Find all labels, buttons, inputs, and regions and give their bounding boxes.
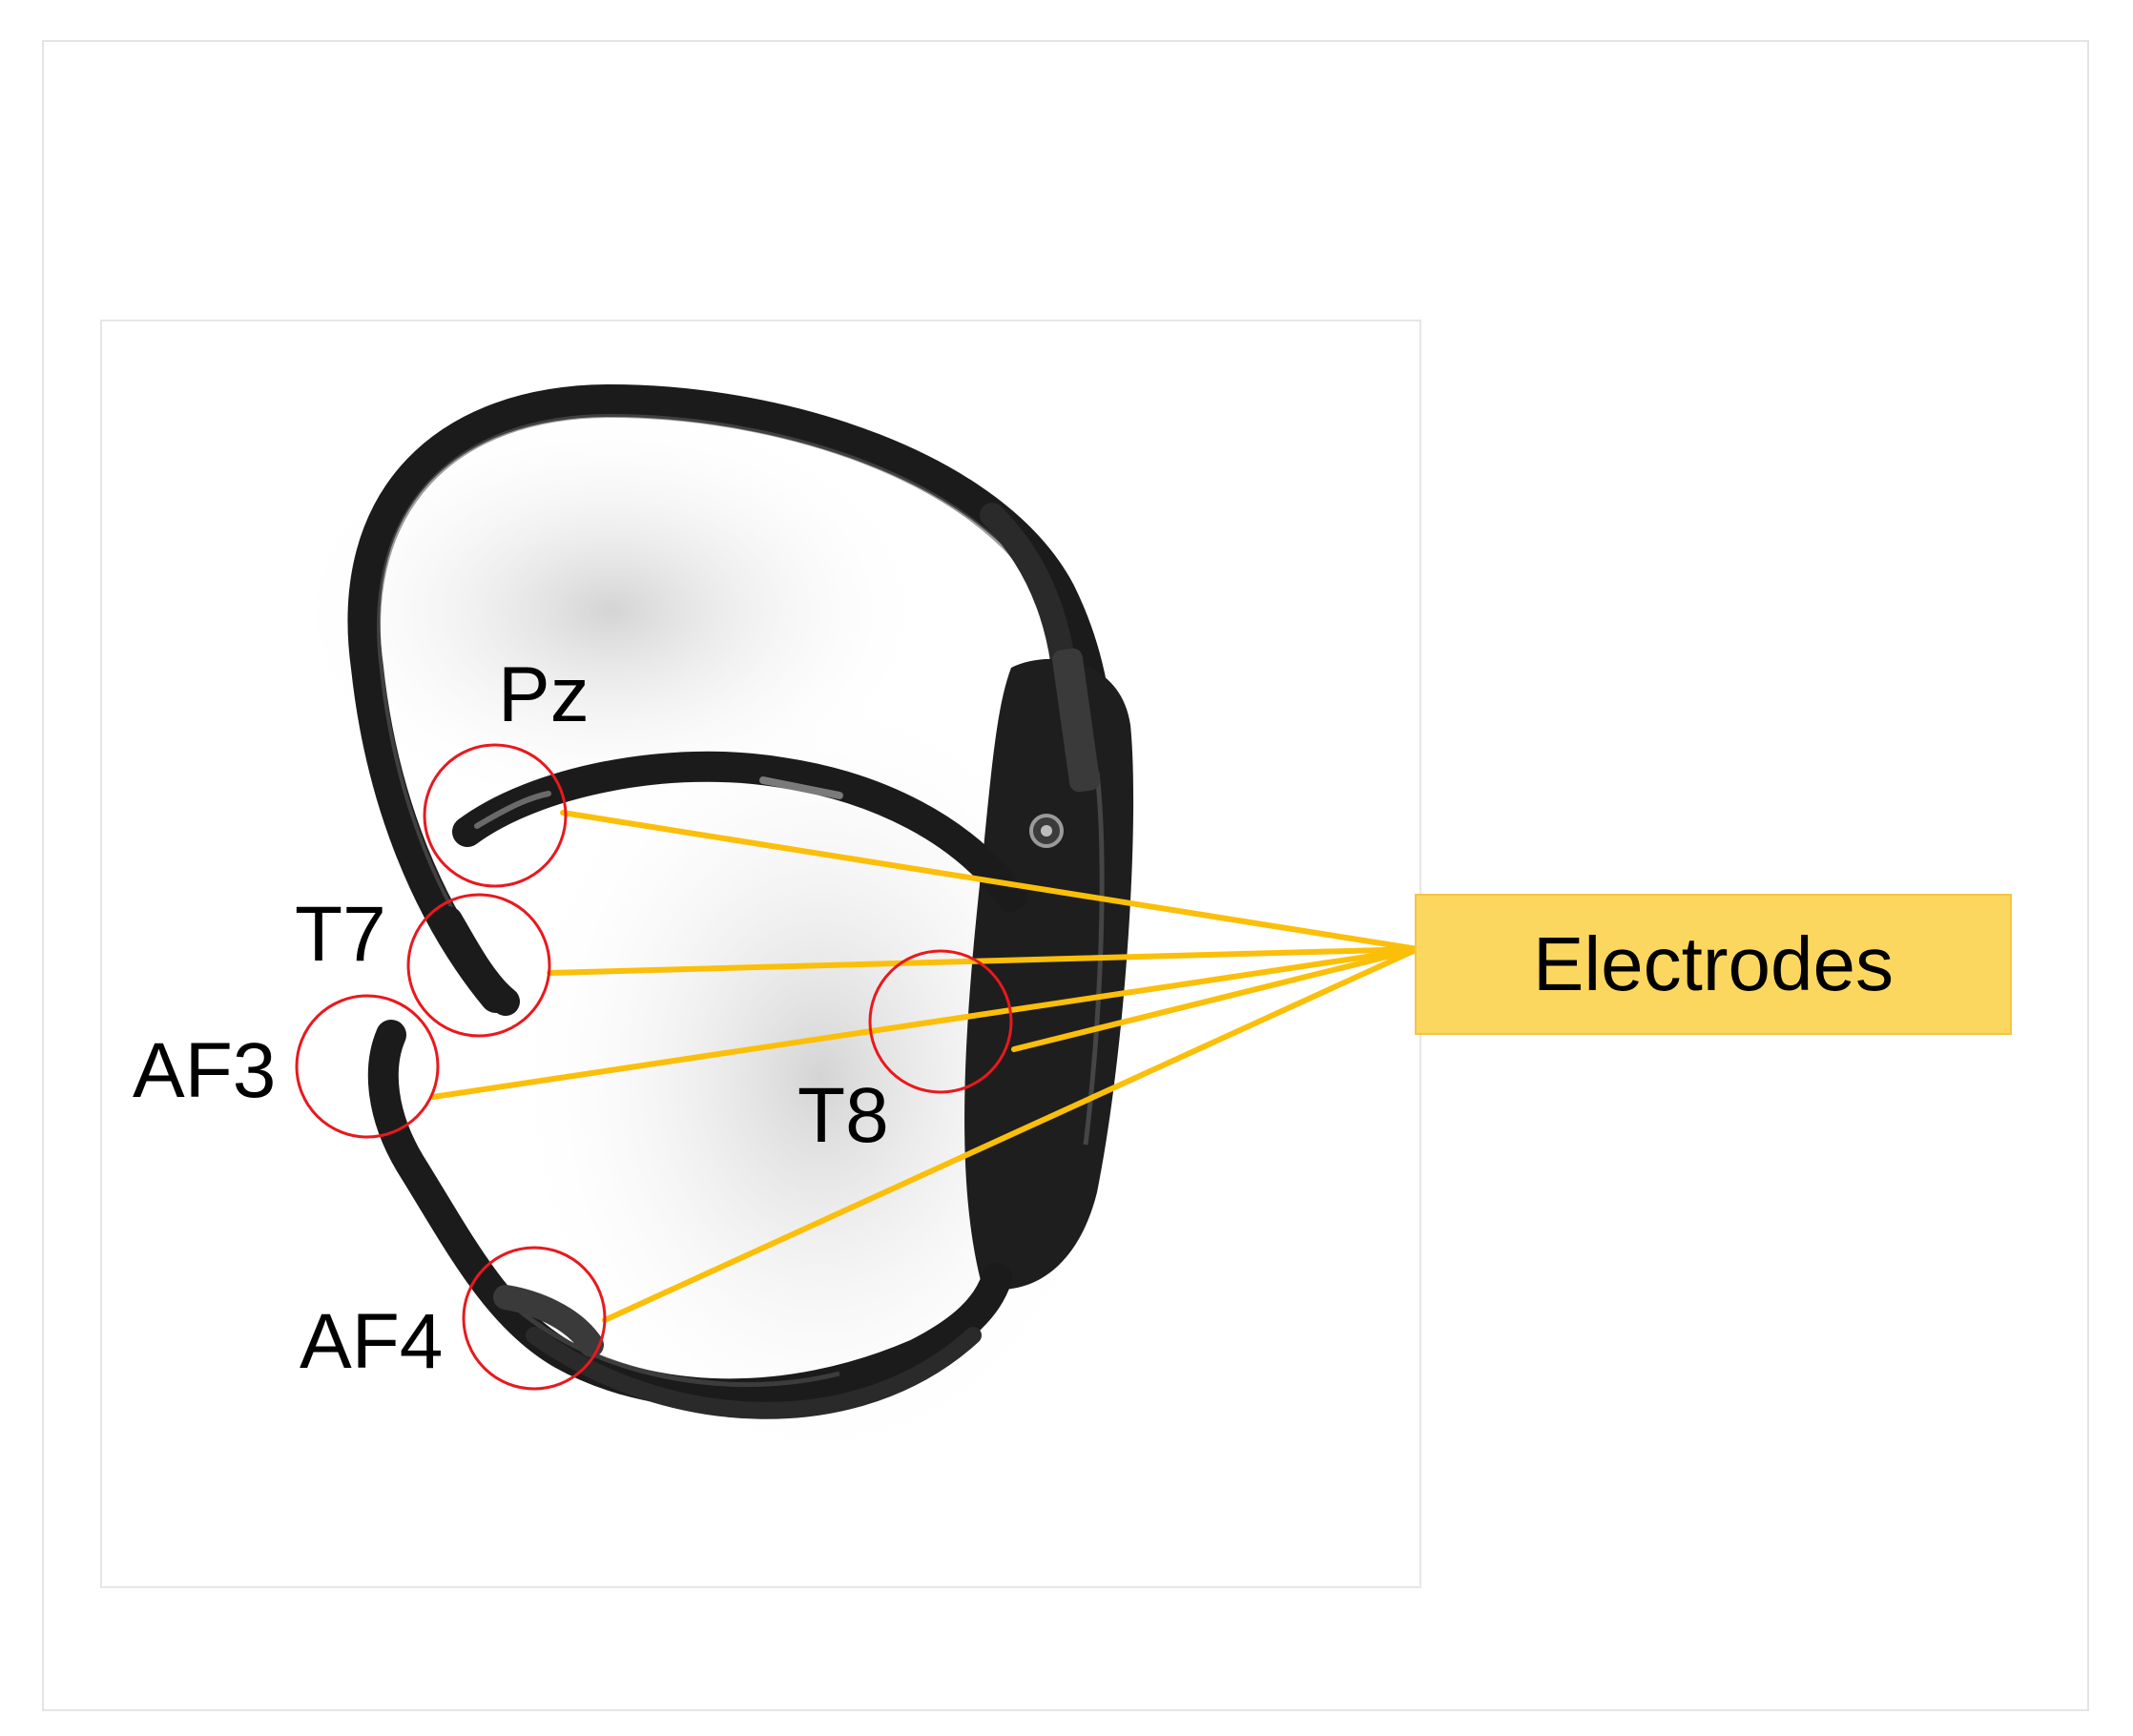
connector-line-t8	[1011, 946, 1420, 1052]
electrode-label-pz: Pz	[498, 651, 590, 738]
electrode-markers	[295, 743, 1013, 1391]
connector-line-pz	[560, 810, 1420, 952]
electrode-label-t7: T7	[295, 891, 386, 978]
connector-line-af3	[430, 946, 1420, 1100]
callout-label: Electrodes	[1533, 921, 1894, 1006]
electrode-label-t8: T8	[797, 1072, 889, 1159]
electrode-marker-t7	[406, 893, 551, 1038]
electrode-marker-af4	[462, 1246, 607, 1391]
outer-headband	[347, 383, 1115, 1013]
connector-line-af4	[602, 946, 1420, 1323]
connector-lines	[430, 810, 1420, 1323]
electrode-marker-af3	[295, 994, 440, 1139]
figure-frame	[42, 40, 2089, 1711]
t7-arm	[434, 906, 520, 1016]
electrode-label-af3: AF3	[133, 1027, 276, 1114]
electrode-marker-pz	[423, 743, 568, 888]
electrode-label-af4: AF4	[300, 1298, 443, 1385]
headset-side-body	[964, 658, 1134, 1290]
electrode-marker-t8	[868, 949, 1013, 1094]
electrodes-callout: Electrodes	[1415, 894, 2012, 1035]
callout-box	[1415, 894, 2012, 1035]
connector-line-t7	[547, 946, 1420, 976]
